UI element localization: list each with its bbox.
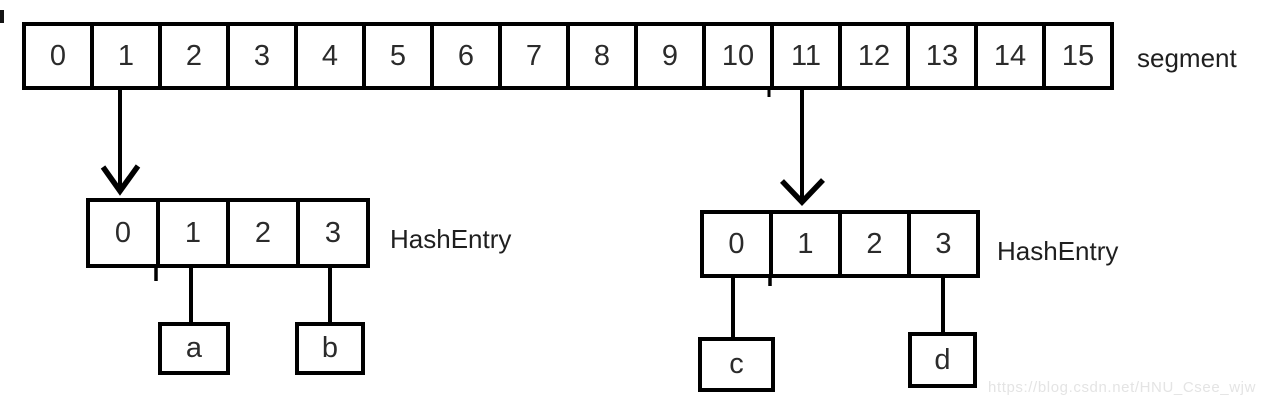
- segment-cell-2: 2: [158, 22, 230, 90]
- segment-cell-5: 5: [362, 22, 434, 90]
- hashentry-right-label: HashEntry: [997, 236, 1119, 266]
- hashentry-right-cell-0: 0: [700, 210, 773, 278]
- hashentry-left-cell-1: 1: [156, 198, 230, 268]
- hashentry-left-cell-0: 0: [86, 198, 160, 268]
- segment-cell-7: 7: [498, 22, 570, 90]
- segment-cell-10: 10: [702, 22, 774, 90]
- segment-cell-12: 12: [838, 22, 910, 90]
- edge-artifact: [0, 10, 4, 23]
- segment-cell-3: 3: [226, 22, 298, 90]
- segment-cell-6: 6: [430, 22, 502, 90]
- hashentry-right-cell-3: 3: [907, 210, 980, 278]
- segment-array: 0 1 2 3 4 5 6 7 8 9 10 11 12 13 14 15: [22, 22, 1114, 90]
- arrow-head-segment1-to-hashentry-left: [100, 164, 141, 196]
- segment-cell-9: 9: [634, 22, 706, 90]
- arrow-head-segment11-to-hashentry-right: [780, 178, 825, 206]
- segment-cell-15: 15: [1042, 22, 1114, 90]
- node-d: d: [908, 332, 977, 388]
- segment-cell-1: 1: [90, 22, 162, 90]
- segment-cell-13: 13: [906, 22, 978, 90]
- hashentry-left-array: 0 1 2 3: [86, 198, 370, 268]
- segment-cell-14: 14: [974, 22, 1046, 90]
- hashentry-left-cell-2: 2: [226, 198, 300, 268]
- node-c: c: [698, 337, 775, 392]
- watermark-text: https://blog.csdn.net/HNU_Csee_wjw: [988, 379, 1257, 396]
- segment-cell-11: 11: [770, 22, 842, 90]
- hashentry-right-cell-1: 1: [769, 210, 842, 278]
- hashentry-right-cell-2: 2: [838, 210, 911, 278]
- node-b: b: [295, 322, 365, 375]
- segment-cell-0: 0: [22, 22, 94, 90]
- hashentry-left-cell-3: 3: [296, 198, 370, 268]
- segment-label: segment: [1137, 43, 1237, 73]
- segment-cell-8: 8: [566, 22, 638, 90]
- segment-cell-4: 4: [294, 22, 366, 90]
- node-a: a: [158, 322, 230, 375]
- hashentry-right-array: 0 1 2 3: [700, 210, 980, 278]
- hashentry-left-label: HashEntry: [390, 224, 512, 254]
